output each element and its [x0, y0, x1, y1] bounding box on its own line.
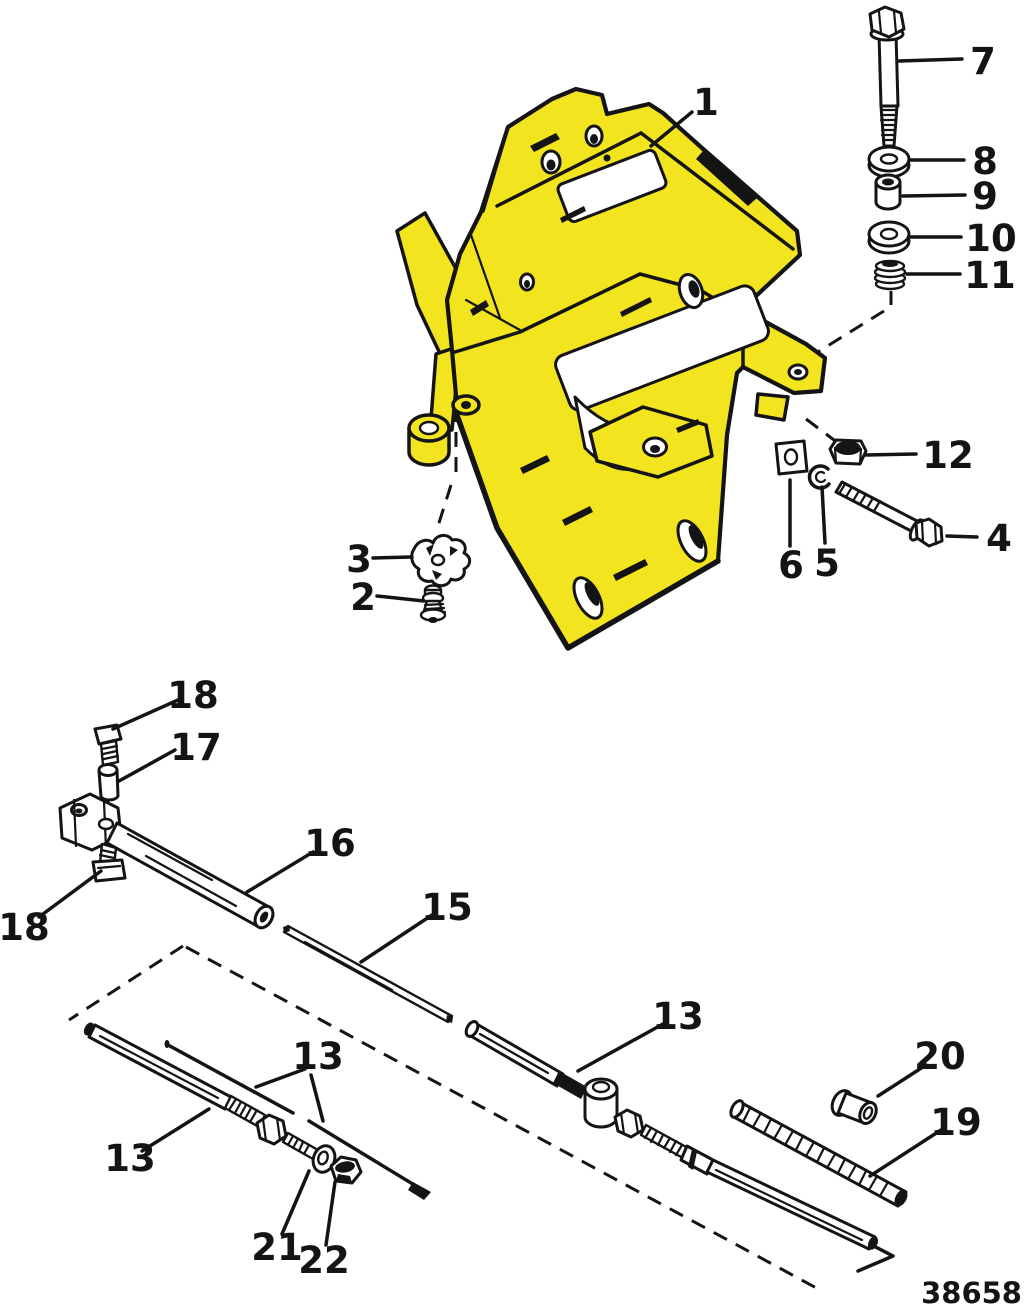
callout-16: 16: [304, 822, 356, 865]
callout-17: 17: [170, 726, 222, 769]
callout-3: 3: [346, 538, 372, 581]
figure-root: 1 7 8 9 10 11 12 4 5 6 3 2 18 17 16 18 1…: [0, 5, 1022, 1305]
grommet-part-11: [873, 259, 907, 291]
cable-clamp-part-3: [410, 534, 472, 588]
callout-21: 21: [251, 1226, 303, 1269]
callout-22: 22: [298, 1239, 350, 1282]
washer-part-10: [867, 220, 911, 255]
callout-13-right: 13: [652, 995, 704, 1038]
bushing-part-20: [830, 1089, 878, 1125]
washer-part-8: [867, 145, 911, 179]
bolt-part-4: [834, 480, 944, 548]
bolt-part-7: [868, 5, 906, 148]
slide-tube-part-16: [58, 792, 275, 930]
pin-part-17: [97, 763, 120, 814]
callout-7: 7: [970, 40, 996, 83]
dashed-connector-upper: [436, 291, 893, 527]
locknut-part-12: [828, 438, 868, 466]
anchor-screw-part-18-top: [93, 723, 123, 767]
lock-washer-part-5: [807, 464, 831, 490]
shift-cable-part-13-right: [464, 1020, 879, 1251]
callout-13-left: 13: [104, 1137, 156, 1180]
callout-labels: 1 7 8 9 10 11 12 4 5 6 3 2 18 17 16 18 1…: [0, 40, 1017, 1282]
callout-6: 6: [778, 544, 804, 587]
drawing-number: 38658: [921, 1276, 1022, 1305]
callout-13-middle: 13: [292, 1035, 344, 1078]
callout-9: 9: [972, 175, 998, 218]
callout-20: 20: [914, 1035, 966, 1078]
locknut-part-22: [329, 1155, 363, 1185]
callout-1: 1: [693, 81, 719, 124]
callout-5: 5: [814, 542, 840, 585]
callout-12: 12: [922, 434, 974, 477]
shift-cable-part-13-left: [83, 1022, 320, 1161]
callout-15: 15: [421, 886, 473, 929]
square-washer-part-6: [774, 439, 809, 476]
callout-10: 10: [965, 217, 1017, 260]
screw-part-2: [419, 584, 447, 623]
core-wire-part-13: [164, 1040, 431, 1200]
callout-18-bottom: 18: [0, 906, 50, 949]
callout-18-top: 18: [167, 674, 219, 717]
callout-11: 11: [964, 254, 1016, 297]
ribbed-tube-part-19: [729, 1099, 908, 1208]
guide-tube-part-15: [282, 924, 454, 1024]
callout-19: 19: [930, 1101, 982, 1144]
transom-plate-part-1: [395, 86, 828, 651]
callout-8: 8: [972, 140, 998, 183]
leader-lines: [37, 57, 979, 1247]
callout-4: 4: [986, 517, 1012, 560]
callout-2: 2: [350, 576, 376, 619]
bushing-part-9: [874, 173, 902, 211]
